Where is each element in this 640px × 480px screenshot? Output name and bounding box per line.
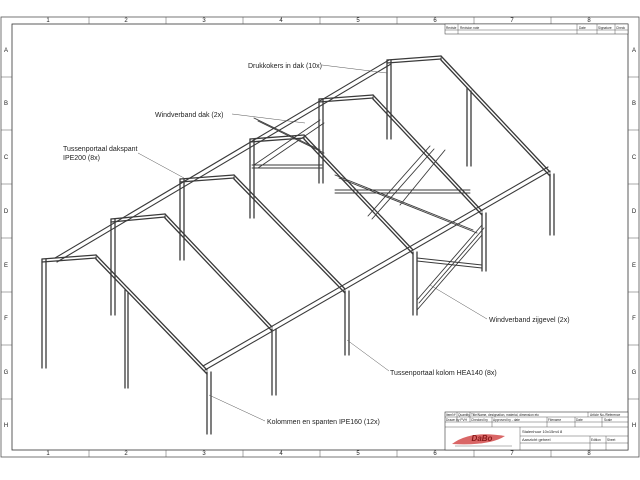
roof-struts [95, 57, 442, 260]
leader-lines [137, 64, 488, 422]
title-block-filename: Filename [548, 418, 561, 422]
column-label: 1 [46, 18, 50, 24]
row-label: F [632, 316, 636, 322]
column-label: 6 [433, 451, 437, 457]
column-label: 7 [510, 451, 514, 457]
column-labels-bottom: 1 2 3 4 5 6 7 8 [46, 451, 591, 457]
title-block: ItemNº Quantity Title/Name, designation,… [444, 411, 629, 451]
row-label: D [4, 209, 9, 215]
revision-table: Revisie Revision note Date Signature Che… [444, 23, 629, 35]
column-label: 5 [356, 18, 360, 24]
revision-header: Signature [598, 26, 612, 30]
title-block-item-no: ItemNº [446, 413, 457, 417]
purlins [54, 59, 551, 371]
title-block-drawing-title: Aanzicht geheel [522, 437, 551, 442]
callout-tussenportaal-dakspant: Tussenportaal dakspant [63, 146, 138, 153]
column-label: 4 [279, 451, 283, 457]
callout-windverband-dak: Windverband dak (2x) [155, 112, 223, 119]
column-label: 1 [46, 451, 50, 457]
revision-header: Date [579, 26, 586, 30]
revision-header: Check [616, 26, 625, 30]
callout-tussenportaal-dakspant-profile: IPE200 (8x) [63, 155, 100, 162]
title-block-quantity: Quantity [458, 413, 470, 417]
column-label: 8 [587, 451, 591, 457]
row-label: G [4, 370, 9, 376]
column-label: 4 [279, 18, 283, 24]
row-label: H [4, 423, 8, 429]
title-block-project: Stalenhuur 10x15m4 8 [522, 429, 563, 434]
row-label: C [632, 155, 637, 161]
row-label: C [4, 155, 9, 161]
row-label: F [4, 316, 8, 322]
roof-wind-bracing [251, 117, 478, 234]
callout-windverband-zijgevel: Windverband zijgevel (2x) [489, 317, 570, 324]
title-block-drawn-by: Drawn by PVH [446, 418, 468, 422]
portal-frame-2 [110, 213, 277, 396]
column-label: 3 [202, 18, 206, 24]
title-block-designation: Title/Name, designation, material, dimen… [471, 413, 539, 417]
inner-frame [11, 23, 629, 451]
title-block-sheet: Sheet [607, 438, 615, 442]
column-label: 5 [356, 451, 360, 457]
title-block-checked-by: Checked by [471, 418, 488, 422]
column-label: 3 [202, 451, 206, 457]
steel-structure [41, 55, 555, 435]
column-label: 6 [433, 18, 437, 24]
side-wall-wind-bracing [416, 224, 485, 311]
portal-frame-6 [386, 55, 555, 236]
callout-kolommen-spanten: Kolommen en spanten IPE160 (12x) [267, 419, 380, 426]
portal-frame-3 [179, 174, 350, 356]
row-label: B [632, 101, 636, 107]
callout-drukkokers: Drukkokers in dak (10x) [248, 63, 322, 70]
row-label: H [632, 423, 636, 429]
company-logo: DaBo [452, 434, 512, 447]
row-label: G [632, 370, 637, 376]
row-label: A [632, 48, 636, 54]
column-label: 7 [510, 18, 514, 24]
revision-header: Revisie [446, 26, 457, 30]
row-label: E [4, 263, 8, 269]
title-block-date: Date [576, 418, 583, 422]
row-label: E [632, 263, 636, 269]
row-label: D [632, 209, 637, 215]
row-label: B [4, 101, 8, 107]
outer-frame [0, 16, 640, 458]
column-label: 2 [124, 451, 128, 457]
row-labels-left: A B C D E F G H [4, 48, 9, 429]
column-label: 8 [587, 18, 591, 24]
title-block-approved-by: Approved by - date [493, 418, 520, 422]
row-label: A [4, 48, 8, 54]
column-labels-top: 1 2 3 4 5 6 7 8 [46, 18, 591, 24]
portal-frame-1 [41, 254, 212, 435]
logo-text: DaBo [472, 434, 493, 443]
column-zone-ticks [88, 17, 552, 457]
revision-header: Revision note [460, 26, 480, 30]
callout-tussenportaal-kolom: Tussenportaal kolom HEA140 (8x) [390, 370, 497, 377]
portal-frame-4 [249, 134, 418, 316]
portal-frame-5 [318, 94, 487, 272]
row-zone-ticks [1, 76, 639, 400]
title-block-edition: Edition [591, 438, 601, 442]
title-block-article: Article No./Reference [590, 413, 621, 417]
row-labels-right: A B C D E F G H [632, 48, 637, 429]
column-label: 2 [124, 18, 128, 24]
title-block-scale: Scale [604, 418, 612, 422]
